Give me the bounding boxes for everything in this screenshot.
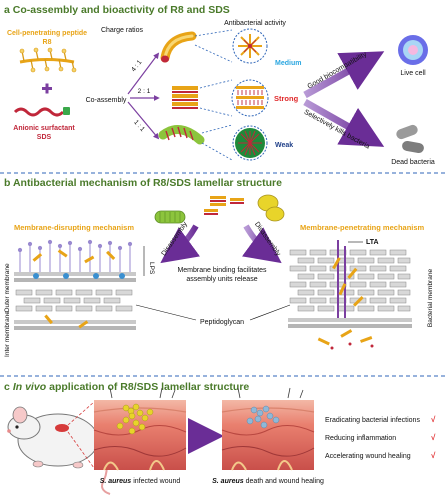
infected-skin-graphic (93, 387, 187, 471)
surfactant-short-label: SDS (37, 134, 52, 141)
peptide-label: Cell-penetrating peptide (7, 30, 87, 37)
assembly-1-1-graphic (158, 125, 205, 145)
zoom-circle-strong (231, 79, 269, 117)
infected-caption-rest: infected wound (133, 478, 180, 485)
peptidoglycan-pointer-right (249, 304, 291, 321)
zoom-circle-medium (232, 28, 268, 64)
plus-icon (42, 83, 52, 94)
live-cell-label: Live cell (400, 70, 426, 77)
charge-ratios-label: Charge ratios (101, 27, 144, 34)
activity-medium-label: Medium (275, 60, 301, 67)
antibacterial-activity-label: Antibacterial activity (224, 20, 286, 27)
assembly-4-1-graphic (160, 31, 197, 63)
peptide-short-label: R8 (43, 39, 52, 46)
panel-c-letter: c (4, 381, 10, 393)
healing-caption-rest: death and wound healing (246, 478, 324, 485)
healing-caption-italic: S. aureus (212, 478, 244, 485)
zoom-circle-weak (232, 125, 268, 161)
peptidoglycan-pointer-left (135, 304, 197, 321)
assembly-2-1-graphic (172, 86, 198, 109)
panel-c-title-italic: In vivo (13, 381, 47, 393)
dead-bacteria-icon (396, 124, 424, 154)
healed-skin-graphic (221, 387, 315, 471)
ratio-branch-arrows (127, 52, 160, 140)
check-icon-2: √ (431, 433, 436, 442)
panel-a-title: a Co-assembly and bioactivity of R8 and … (4, 4, 230, 16)
activity-weak-label: Weak (275, 142, 293, 149)
gram-negative-bacterium-icon (154, 210, 186, 224)
gram-positive-membrane-graphic (288, 240, 412, 350)
biocompatibility-label: Good biocompatibility (307, 51, 369, 91)
co-assembly-label: Co-assembly (86, 97, 127, 104)
bacterial-membrane-label: Bacterial membrane (427, 269, 434, 328)
infected-caption-italic: S. aureus (100, 478, 132, 485)
lta-label: LTA (366, 239, 379, 246)
peptidoglycan-label: Peptidoglycan (200, 319, 244, 326)
ratio-label-2-1: 2 : 1 (138, 88, 151, 95)
sds-head-graphic (63, 107, 70, 115)
disassembly-right-arrow (242, 224, 282, 264)
live-cell-icon (398, 35, 428, 65)
binding-label-line1: Membrane binding facilitates (177, 267, 267, 274)
r8-peptide-graphic (19, 47, 77, 73)
inner-membrane-label: Inter membrane (4, 311, 11, 357)
sds-chain-graphic (13, 107, 65, 117)
outer-membrane-label: Outer membrane (4, 263, 11, 313)
check-icon-1: √ (431, 415, 436, 424)
lamellar-units-graphic (204, 196, 244, 215)
panel-b-title: b Antibacterial mechanism of R8/SDS lame… (4, 177, 282, 189)
lps-label: LPS (148, 262, 155, 275)
surfactant-label: Anionic surfactant (13, 125, 75, 132)
check-icon-3: √ (431, 451, 436, 460)
membrane-disrupting-label: Membrane-disrupting mechanism (14, 223, 134, 232)
activity-strong-label: Strong (274, 94, 299, 103)
disassembly-left-arrow (160, 224, 200, 264)
outcomes-list: Eradicating bacterial infections √ Reduc… (325, 415, 436, 460)
outcome-accelerating: Accelerating wound healing (325, 453, 411, 460)
biocompatibility-arrow (303, 51, 385, 99)
kills-bacteria-arrow (303, 98, 385, 147)
gram-negative-membrane-graphic (14, 239, 136, 330)
dead-bacteria-label: Dead bacteria (391, 159, 435, 166)
ratio-label-4-1: 4 : 1 (130, 59, 144, 74)
membrane-penetrating-label: Membrane-penetrating mechanism (300, 223, 425, 232)
binding-label-line2: assembly units release (186, 276, 257, 283)
zoom-connectors (194, 29, 233, 161)
gram-positive-bacterium-icon (257, 194, 285, 222)
outcome-reducing: Reducing inflammation (325, 435, 396, 442)
panel-c-title-rest: application of R8/SDS lamellar structure (49, 381, 249, 393)
wound-zoom-lines (67, 401, 95, 469)
mouse-icon (7, 406, 111, 495)
outcome-eradicating: Eradicating bacterial infections (325, 417, 420, 424)
